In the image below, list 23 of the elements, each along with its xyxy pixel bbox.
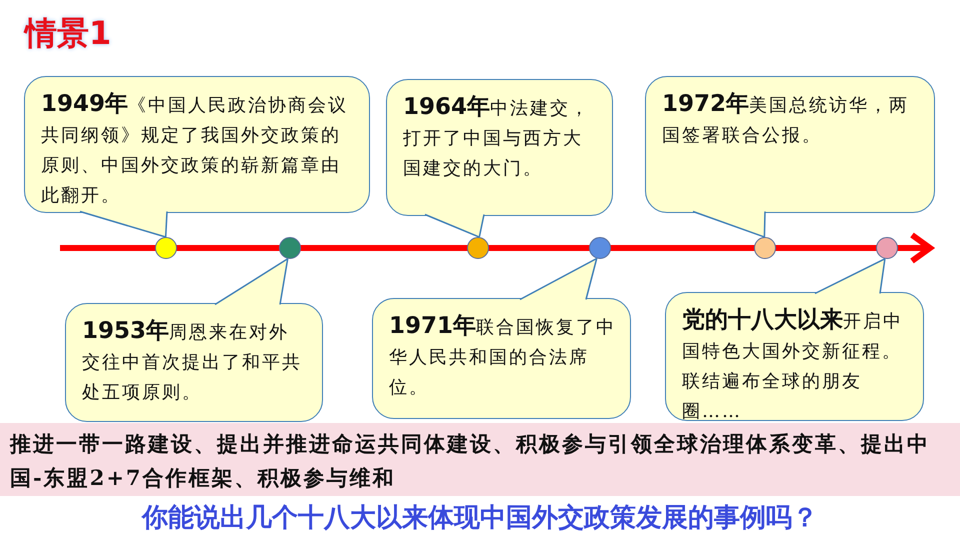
timeline-dot [467,237,489,259]
bubble-text: 1972年美国总统访华，两国签署联合公报。 [662,90,910,148]
timeline-dot [279,237,301,259]
leader-line [279,258,288,305]
timeline-dot [754,237,776,259]
band-text: 推进一带一路建设、提出并推进命运共同体建设、积极参与引领全球治理体系变革、提出中国-东盟2+7合作框架、积极参与维和 [8,430,931,492]
text-band [0,423,960,496]
timeline-dot [589,237,611,259]
timeline-dot [876,237,898,259]
slide-title: 情景1 [25,13,112,54]
bubble-text: 1949年《中国人民政治协商会议共同纲领》规定了我国外交政策的原则、中国外交政策的崭新篇章由此翻开。 [41,90,350,208]
leader-line [585,258,598,300]
question-text: 你能说出几个十八大以来体现中国外交政策发展的事例吗？ [140,502,819,535]
speech-bubble [386,79,613,216]
leader-line [879,258,886,294]
leader-line [164,211,168,238]
leader-line [764,211,766,238]
bubble-text: 1964年中法建交，打开了中国与西方大国建交的大门。 [403,93,592,181]
bubble-text: 1971年联合国恢复了中华人民共和国的合法席位。 [389,312,616,400]
bubble-text: 1953年周恩来在对外交往中首次提出了和平共处五项原则。 [82,317,303,405]
bubble-text: 党的十八大以来开启中国特色大国外交新征程。联结遍布全球的朋友圈…… [682,306,904,424]
leader-line [478,214,485,238]
timeline-dot [155,237,177,259]
